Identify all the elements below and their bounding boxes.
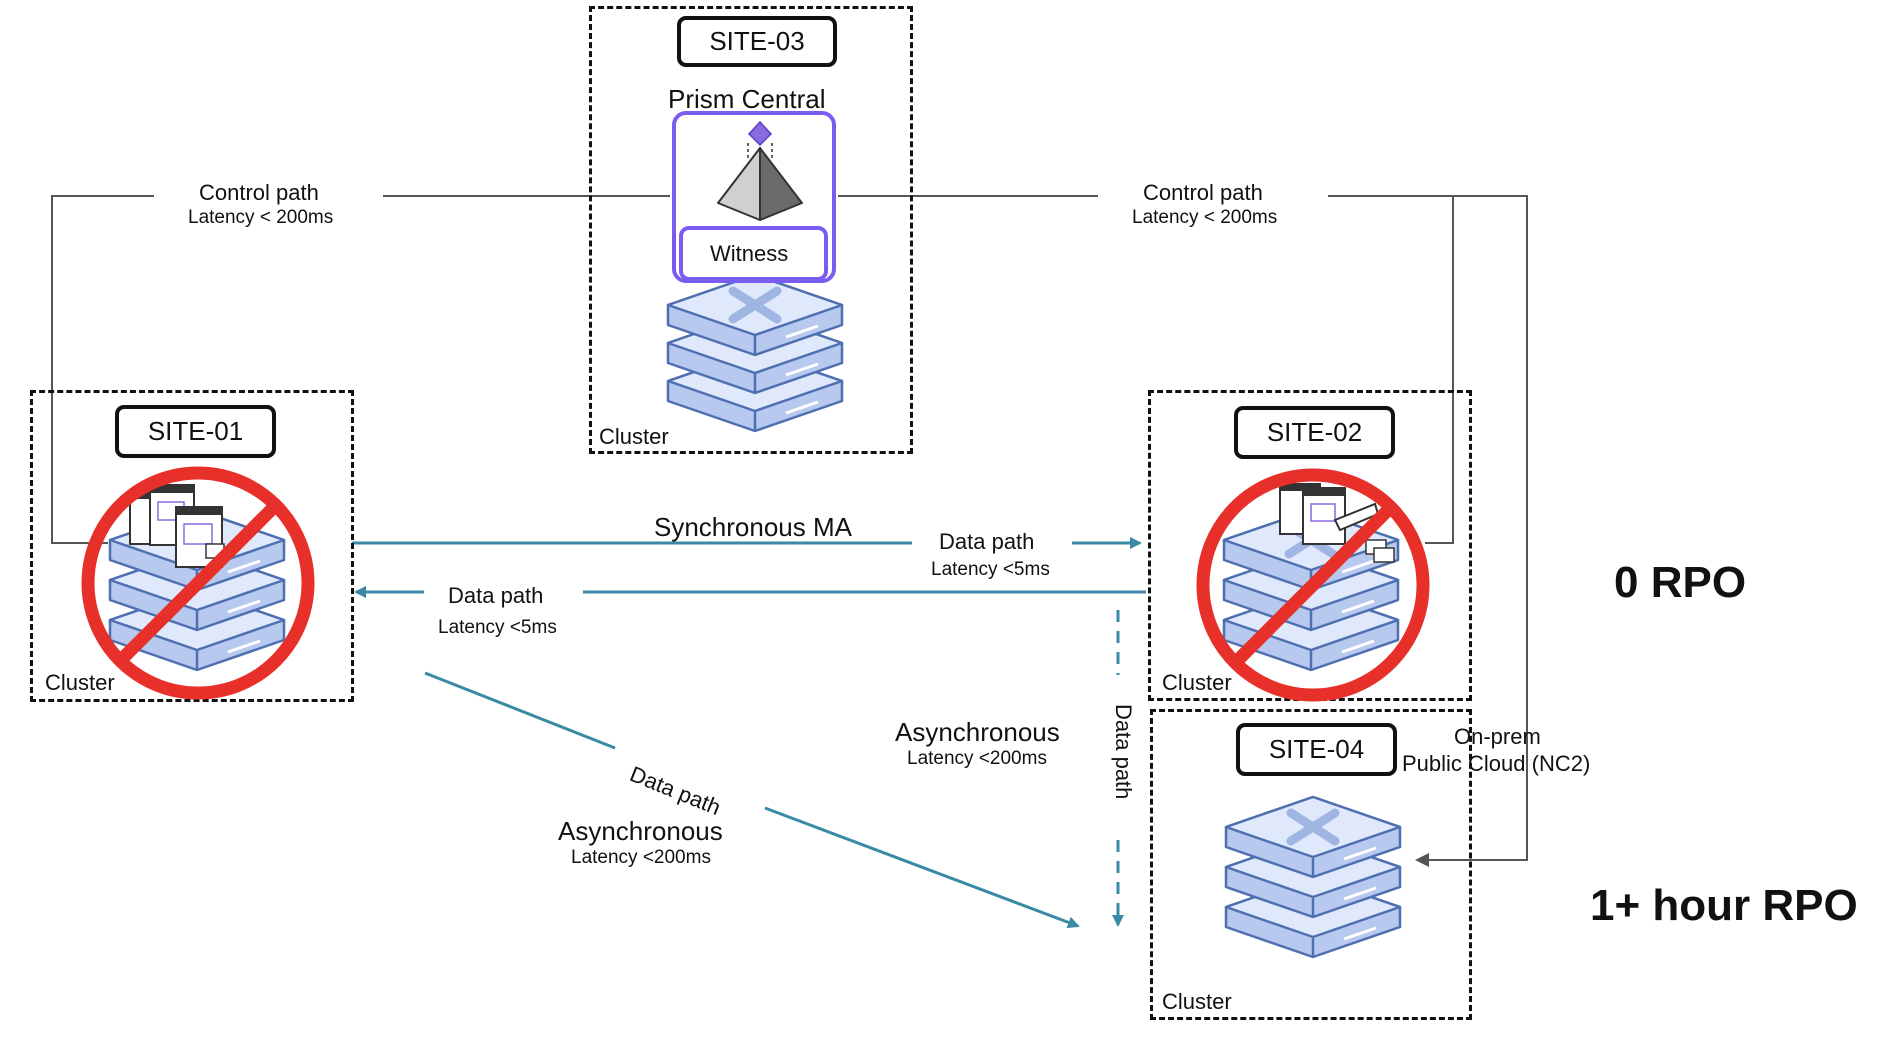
site-04-cluster-label: Cluster — [1162, 989, 1232, 1014]
rpo-zero-label: 0 RPO — [1614, 558, 1747, 607]
site-01-label: SITE-01 — [115, 405, 276, 458]
data-path-forward-latency: Latency <5ms — [931, 559, 1050, 580]
async-diagonal-latency: Latency <200ms — [571, 847, 711, 868]
site-02-label: SITE-02 — [1234, 406, 1395, 459]
async-diagonal-title: Asynchronous — [558, 816, 723, 846]
site-01-cluster-label: Cluster — [45, 670, 115, 695]
rpo-hour-label: 1+ hour RPO — [1590, 881, 1858, 930]
control-path-right-title: Control path — [1143, 180, 1263, 205]
site-02-vm-icons — [1279, 483, 1395, 563]
data-path-back-latency: Latency <5ms — [438, 617, 557, 638]
control-path-right-line — [838, 195, 1528, 867]
site-01-forbidden-icon — [81, 466, 315, 700]
data-path-forward-title: Data path — [939, 529, 1035, 554]
site-01-container — [30, 390, 354, 702]
sync-ma-label: Synchronous MA — [654, 512, 852, 542]
site-03-container — [589, 6, 913, 454]
control-path-left-title: Control path — [199, 180, 319, 205]
site-02-forbidden-icon — [1196, 468, 1430, 702]
site-03-label: SITE-03 — [677, 16, 837, 67]
prism-pyramid-icon — [717, 120, 803, 221]
witness-box — [679, 226, 828, 281]
site-03-server-icon — [666, 273, 844, 433]
witness-label: Witness — [710, 241, 789, 266]
site-03-cluster-label: Cluster — [599, 424, 669, 449]
prism-central-label: Prism Central — [668, 84, 826, 114]
site-04-type-line1: On-prem — [1454, 724, 1541, 749]
site-04-label: SITE-04 — [1236, 723, 1397, 776]
control-path-right-latency: Latency < 200ms — [1132, 207, 1278, 228]
site-02-cluster-label: Cluster — [1162, 670, 1232, 695]
site-04-container — [1150, 709, 1472, 1020]
async-vertical-latency: Latency <200ms — [907, 748, 1047, 769]
site-01-vm-icons — [129, 484, 225, 568]
control-path-left-line — [51, 195, 670, 544]
async-vertical-path-label: Data path — [1111, 704, 1136, 800]
data-path-back-title: Data path — [448, 583, 544, 608]
site-04-server-icon — [1224, 795, 1402, 959]
async-vertical-title: Asynchronous — [895, 717, 1060, 747]
site-04-type-line2: Public Cloud (NC2) — [1402, 751, 1591, 776]
control-path-left-latency: Latency < 200ms — [188, 207, 334, 228]
async-data-path-diagonal — [424, 671, 1080, 929]
